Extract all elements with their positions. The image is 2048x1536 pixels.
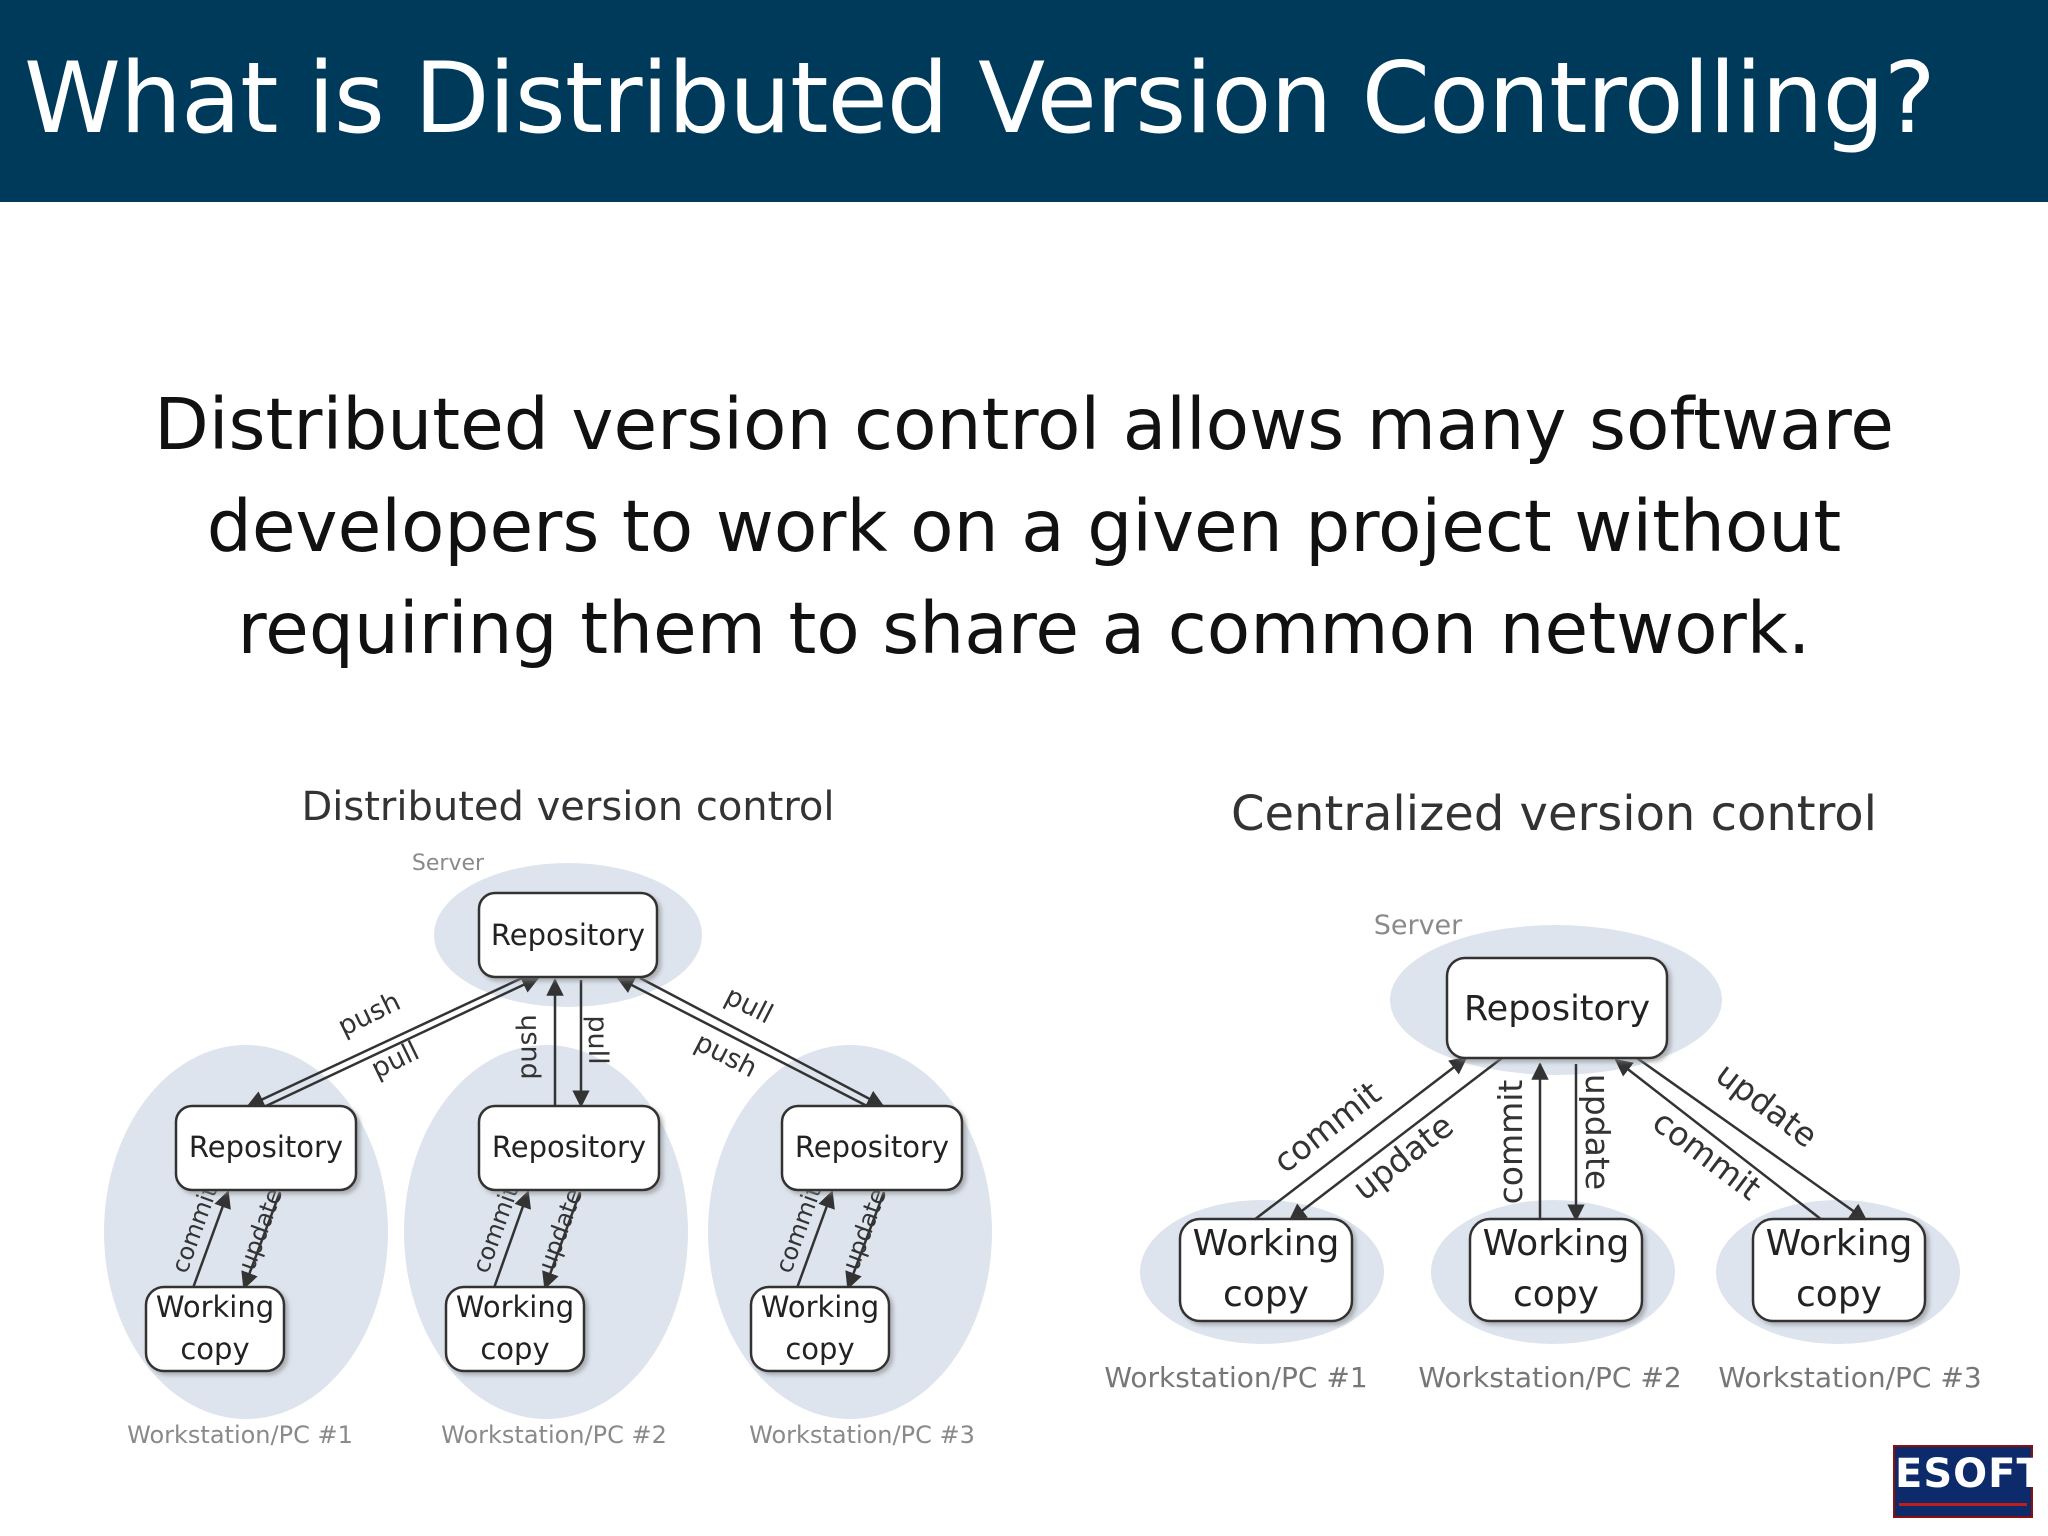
update-label-c3: update [1709, 1054, 1825, 1155]
push-arrow-1 [265, 976, 540, 1108]
centralized-title: Centralized version control [1231, 786, 1877, 842]
pull-arrow-1 [246, 976, 523, 1108]
centralized-server-label: Server [1374, 910, 1463, 941]
workstation-label-1: Workstation/PC #1 [127, 1421, 353, 1449]
working-copy-line-2: copy [1796, 1274, 1882, 1315]
local-repository-label-1: Repository [189, 1130, 343, 1164]
central-workstation-label-1: Workstation/PC #1 [1104, 1361, 1367, 1394]
logo-stripe [1899, 1503, 2027, 1506]
commit-arrow-2 [492, 1190, 531, 1289]
commit-label-c3: commit [1645, 1102, 1768, 1208]
update-arrow-1 [241, 1191, 282, 1290]
workstation-label-2: Workstation/PC #2 [441, 1421, 667, 1449]
pull-label-2: pull [582, 1015, 613, 1064]
commit-arrow-1 [191, 1190, 231, 1289]
slide-body: Distributed version control allows many … [120, 374, 1928, 680]
working-copy-line-1: Working [761, 1290, 879, 1324]
central-repository-label: Repository [1464, 989, 1650, 1029]
working-copy-node-1: Working copy [144, 1285, 286, 1373]
push-label-2: push [512, 1014, 543, 1079]
local-repository-node-2: Repository [477, 1104, 661, 1192]
update-label-c2: update [1578, 1074, 1617, 1190]
local-repository-node-1: Repository [174, 1104, 358, 1192]
central-working-copy-node-2: Working copy [1468, 1217, 1644, 1323]
server-repository-label: Repository [491, 918, 645, 952]
logo-text: ESOFT [1895, 1451, 2045, 1497]
pull-label-1: pull [366, 1036, 424, 1085]
slide-title: What is Distributed Version Controlling? [24, 42, 1936, 156]
local-repository-label-2: Repository [492, 1130, 646, 1164]
distributed-server-label: Server [412, 851, 485, 876]
workstation-label-3: Workstation/PC #3 [749, 1421, 975, 1449]
working-copy-line-1: Working [156, 1290, 274, 1324]
body-line-3: requiring them to share a common network… [237, 587, 1811, 670]
central-working-copy-node-3: Working copy [1751, 1217, 1927, 1323]
title-bar: What is Distributed Version Controlling? [0, 0, 2048, 202]
update-arrow-2 [542, 1191, 582, 1290]
body-line-1: Distributed version control allows many … [154, 383, 1894, 466]
central-working-copy-node-1: Working copy [1178, 1217, 1354, 1323]
commit-arrow-3 [795, 1190, 835, 1289]
working-copy-node-3: Working copy [749, 1285, 891, 1373]
central-repository-node: Repository [1445, 956, 1669, 1060]
update-arrow-3 [845, 1191, 886, 1290]
update-arrow-c1 [1288, 1057, 1503, 1222]
working-copy-line-1: Working [1483, 1223, 1630, 1264]
pull-arrow-3 [639, 976, 885, 1108]
working-copy-line-2: copy [1223, 1274, 1309, 1315]
push-label-1: push [333, 986, 405, 1043]
working-copy-line-2: copy [480, 1332, 549, 1366]
esoft-logo: ESOFT [1893, 1445, 2045, 1518]
central-workstation-label-2: Workstation/PC #2 [1418, 1361, 1681, 1394]
working-copy-line-1: Working [1766, 1223, 1913, 1264]
commit-label-c2: commit [1491, 1080, 1530, 1205]
working-copy-line-2: copy [785, 1332, 854, 1366]
body-line-2: developers to work on a given project wi… [206, 485, 1842, 568]
update-arrow-c3 [1619, 1044, 1868, 1222]
local-repository-node-3: Repository [780, 1104, 964, 1192]
centralized-diagram: Centralized version control Server commi… [1104, 786, 1981, 1394]
distributed-diagram: Distributed version control Server push … [104, 784, 992, 1449]
working-copy-line-1: Working [1193, 1223, 1340, 1264]
pull-label-3: pull [720, 980, 778, 1030]
working-copy-line-2: copy [1513, 1274, 1599, 1315]
working-copy-line-2: copy [180, 1332, 249, 1366]
local-repository-label-3: Repository [795, 1130, 949, 1164]
commit-arrow-c3 [1614, 1058, 1823, 1221]
working-copy-line-1: Working [456, 1290, 574, 1324]
server-repository-node: Repository [477, 891, 659, 979]
distributed-title: Distributed version control [301, 784, 834, 830]
push-arrow-3 [616, 976, 868, 1108]
commit-arrow-c1 [1253, 1056, 1468, 1221]
central-workstation-label-3: Workstation/PC #3 [1718, 1361, 1981, 1394]
working-copy-node-2: Working copy [444, 1285, 586, 1373]
